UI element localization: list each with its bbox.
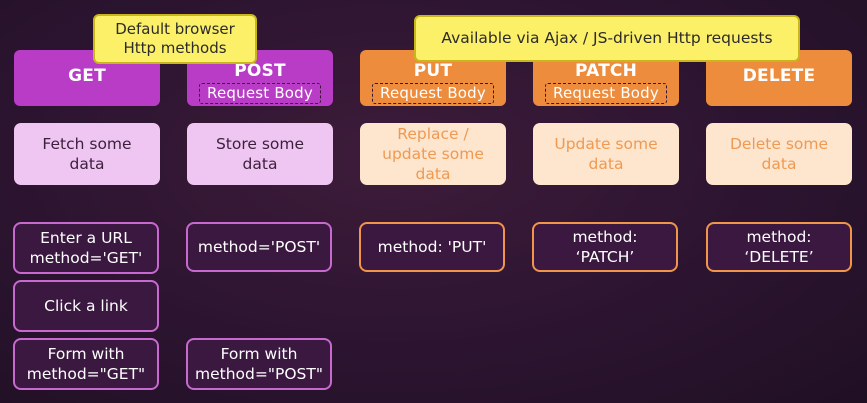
request-body-label: Request Body <box>545 83 667 104</box>
method-name: PATCH <box>574 61 638 81</box>
description-text: Store some data <box>215 135 305 173</box>
description-text: Replace / update some data <box>382 125 484 183</box>
usage-delete-method: method: ‘DELETE’ <box>706 222 852 272</box>
note-text: Default browser Http methods <box>115 20 235 57</box>
description-text: Delete some data <box>729 135 829 173</box>
usage-patch-method: method: ‘PATCH’ <box>532 222 678 272</box>
description-text: Update some data <box>554 135 658 173</box>
method-description-put: Replace / update some data <box>360 123 506 185</box>
usage-get-url: Enter a URL method='GET' <box>13 222 159 274</box>
usage-text: method: ‘PATCH’ <box>572 228 638 266</box>
request-body-label: Request Body <box>199 83 321 104</box>
method-description-patch: Update some data <box>533 123 679 185</box>
usage-text: method='POST' <box>197 238 321 256</box>
usage-text: Click a link <box>44 297 128 315</box>
ajax-methods-note: Available via Ajax / JS-driven Http requ… <box>414 15 800 62</box>
method-description-delete: Delete some data <box>706 123 852 185</box>
description-text: Fetch some data <box>42 135 132 173</box>
usage-text: Form with method="GET" <box>26 345 146 383</box>
method-description-post: Store some data <box>187 123 333 185</box>
usage-put-method: method: 'PUT' <box>359 222 505 272</box>
usage-text: method: 'PUT' <box>377 238 487 256</box>
usage-text: method: ‘DELETE’ <box>744 228 814 266</box>
browser-methods-note: Default browser Http methods <box>93 14 257 64</box>
method-name: PUT <box>413 61 453 81</box>
usage-text: Form with method="POST" <box>195 345 323 383</box>
usage-get-form: Form with method="GET" <box>13 338 159 390</box>
usage-text: Enter a URL method='GET' <box>29 229 143 267</box>
request-body-label: Request Body <box>372 83 494 104</box>
note-text: Available via Ajax / JS-driven Http requ… <box>441 29 773 47</box>
usage-post-form: Form with method="POST" <box>186 338 332 390</box>
method-name: DELETE <box>742 66 816 86</box>
method-description-get: Fetch some data <box>14 123 160 185</box>
usage-get-link: Click a link <box>13 280 159 332</box>
method-name: GET <box>68 66 106 86</box>
method-name: POST <box>234 61 286 81</box>
usage-post-method: method='POST' <box>186 222 332 272</box>
